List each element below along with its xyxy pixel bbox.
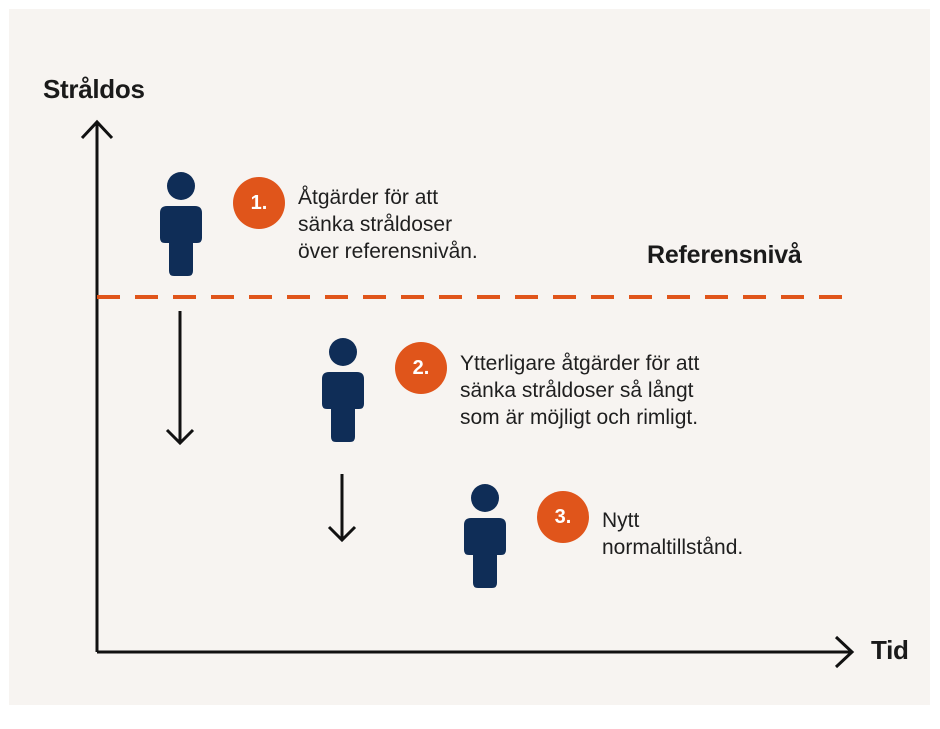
person-icon <box>464 484 506 588</box>
x-axis-label: Tid <box>871 635 909 665</box>
diagram-background <box>9 9 930 705</box>
step-3-text: Nytt normaltillstånd. <box>602 509 744 559</box>
step-3-badge: 3. <box>537 491 589 543</box>
y-axis-arrowhead <box>80 119 114 140</box>
person-icon <box>160 172 202 276</box>
x-axis-arrowhead <box>834 635 855 669</box>
step-2-badge: 2. <box>395 342 447 394</box>
step-1-badge: 1. <box>233 177 285 229</box>
y-axis-label: Stråldos <box>43 74 145 104</box>
down-arrow-icon <box>327 474 357 543</box>
step-2-text: Ytterligare åtgärder för att sänka strål… <box>460 352 700 429</box>
down-arrow-icon <box>165 311 195 446</box>
person-icon <box>322 338 364 442</box>
step-1-text: Åtgärder för att sänka stråldoser över r… <box>298 186 478 263</box>
reference-level-label: Referensnivå <box>647 241 802 269</box>
